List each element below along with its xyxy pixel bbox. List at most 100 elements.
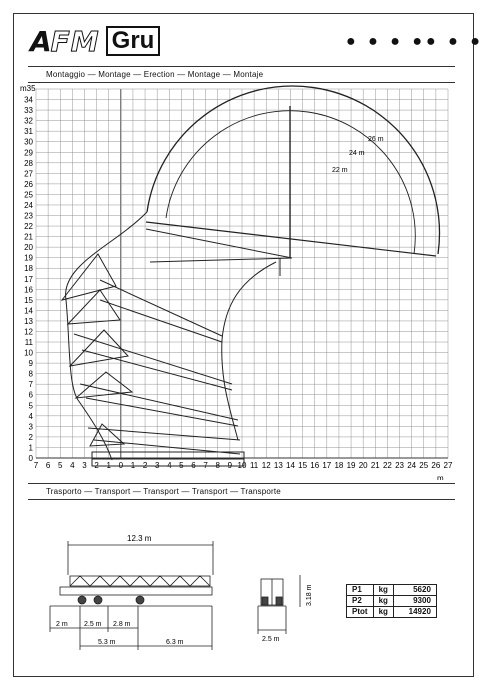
dim-5-3m: 5.3 m [98, 639, 116, 646]
jib-envelope-outer [146, 85, 441, 255]
dim-6-3m: 6.3 m [166, 639, 184, 646]
y-tick-label: 33 [24, 106, 33, 115]
transport-rule-top [28, 483, 455, 484]
x-tick-label: 3 [82, 461, 87, 470]
dim-2m: 2 m [56, 621, 68, 628]
jib-lattice [69, 575, 211, 587]
logo-gru-text: Gru [105, 26, 161, 56]
y-tick-labels: 0123456789101112131415161718192021222324… [24, 96, 33, 463]
y-tick-label: 16 [24, 285, 33, 294]
transport-rule [28, 499, 455, 500]
jib-stage-5 [87, 427, 241, 441]
dim-2-8m: 2.8 m [113, 621, 131, 628]
jib-horizontal [145, 221, 437, 257]
x-tick-label: 24 [407, 461, 416, 470]
y-tick-label: 5 [29, 401, 34, 410]
y-tick-label: 32 [24, 117, 33, 126]
y-tick-label: 8 [29, 370, 34, 379]
jib-radius-label: 22 m [332, 167, 348, 174]
weight-unit: kg [372, 595, 394, 607]
y-tick-label: 10 [24, 349, 33, 358]
jib-stage-2 [99, 279, 223, 337]
weight-value: 9300 [392, 595, 437, 607]
y-tick-label: 25 [24, 190, 33, 199]
x-tick-label: 18 [334, 461, 343, 470]
mast-triangle-2 [66, 289, 121, 325]
dim-2-5m: 2.5 m [84, 621, 102, 628]
weight-name: P1 [346, 584, 374, 596]
wheel-2 [93, 595, 103, 605]
jib-stage-3 [73, 333, 233, 385]
y-tick-label: 26 [24, 180, 33, 189]
y-tick-label: 21 [24, 233, 33, 242]
crane-drawing [60, 85, 441, 467]
x-axis-unit: m [437, 474, 444, 480]
page-frame [13, 13, 474, 677]
y-tick-label: 18 [24, 264, 33, 273]
logo-mark: A [30, 24, 52, 58]
weight-unit: kg [372, 606, 394, 618]
x-tick-label: 16 [310, 461, 319, 470]
y-tick-label: 27 [24, 169, 33, 178]
y-tick-label: 3 [29, 422, 34, 431]
x-tick-label: 13 [274, 461, 283, 470]
mast-triangle-3 [68, 329, 129, 367]
x-tick-label: 7 [34, 461, 39, 470]
dim-height: 3.18 m [306, 584, 313, 606]
y-tick-label: 7 [29, 380, 34, 389]
x-tick-label: 14 [286, 461, 295, 470]
x-tick-label: 17 [322, 461, 331, 470]
y-tick-label: 2 [29, 433, 34, 442]
slewing-envelope [65, 211, 277, 461]
y-tick-label: 34 [24, 96, 33, 105]
weight-value: 14920 [392, 606, 437, 618]
y-tick-label: 15 [24, 296, 33, 305]
x-tick-label: 6 [46, 461, 51, 470]
logo-fm-text: FM [50, 24, 100, 58]
x-tick-label: 15 [298, 461, 307, 470]
weight-name: Ptot [346, 606, 374, 618]
y-tick-label: 13 [24, 317, 33, 326]
y-tick-label: 1 [29, 443, 34, 452]
x-tick-label: 25 [419, 461, 428, 470]
logo-dots: ● ● ● ●● ● ● [346, 33, 484, 50]
jib-radius-label: 26 m [368, 136, 384, 143]
x-tick-label: 22 [383, 461, 392, 470]
montage-heading: Montaggio — Montage — Erection — Montage… [46, 70, 264, 79]
jib-stage-4 [79, 383, 239, 421]
y-tick-label: 17 [24, 275, 33, 284]
mast-triangle-1 [60, 253, 117, 301]
y-tick-label: 9 [29, 359, 34, 368]
weight-unit: kg [372, 584, 394, 596]
dim-total-length: 12.3 m [127, 534, 152, 543]
weight-value: 5620 [392, 584, 437, 596]
x-tick-label: 21 [371, 461, 380, 470]
y-tick-label: 4 [29, 412, 34, 421]
header-rule [28, 66, 455, 67]
wheel-1 [77, 595, 87, 605]
y-tick-label: 24 [24, 201, 33, 210]
x-tick-label: 11 [250, 461, 259, 470]
y-tick-label: 31 [24, 127, 33, 136]
y-tick-label: 20 [24, 243, 33, 252]
montage-rule [28, 82, 455, 83]
chassis [59, 586, 213, 596]
jib-radius-label: 24 m [349, 150, 365, 157]
x-tick-label: 5 [58, 461, 63, 470]
x-tick-label: 12 [262, 461, 271, 470]
y-tick-label: 11 [25, 338, 34, 347]
jib-radius-labels: 26 m24 m 22 m [332, 136, 384, 174]
y-tick-label: 19 [24, 254, 33, 263]
dim-width: 2.5 m [262, 636, 280, 643]
x-tick-label: 23 [395, 461, 404, 470]
transport-heading: Trasporto — Transport — Transport — Tran… [46, 487, 281, 496]
y-axis-unit: m35 [20, 84, 36, 93]
x-tick-label: 26 [431, 461, 440, 470]
mast-triangle-4 [74, 371, 134, 399]
